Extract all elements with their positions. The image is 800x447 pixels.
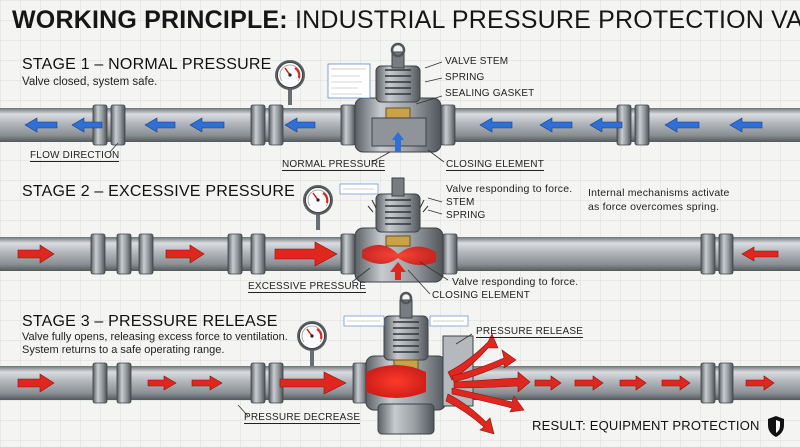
release-jets: [445, 333, 531, 435]
valve-stage2: [354, 177, 444, 283]
label-responding-bottom: Valve responding to force.: [452, 276, 579, 288]
stage1-heading: STAGE 1 – NORMAL PRESSURE: [22, 56, 272, 73]
result-label: RESULT: EQUIPMENT PROTECTION: [532, 418, 760, 433]
shield-icon: [768, 416, 784, 437]
spec-card-stage2: [339, 183, 379, 195]
label-pressure-release: PRESSURE RELEASE: [476, 326, 584, 338]
label-closing-element-2: CLOSING ELEMENT: [432, 290, 531, 301]
label-normal-pressure: NORMAL PRESSURE: [282, 159, 386, 171]
gauge-stage2: [301, 183, 335, 232]
stage3-heading: STAGE 3 – PRESSURE RELEASE: [22, 313, 278, 330]
label-pressure-decrease: PRESSURE DECREASE: [244, 412, 361, 424]
label-closing-element-1: CLOSING ELEMENT: [446, 159, 545, 171]
gauge-stage1: [273, 58, 307, 107]
label-internal-2: as force overcomes spring.: [588, 201, 720, 213]
stage2-heading: STAGE 2 – EXCESSIVE PRESSURE: [22, 183, 295, 200]
label-stem: STEM: [446, 197, 475, 208]
spec-card-stage1: [327, 63, 371, 99]
gauge-stage3: [295, 319, 329, 368]
stage3-description-1: Valve fully opens, releasing excess forc…: [22, 331, 288, 343]
label-internal-1: Internal mechanisms activate: [588, 187, 730, 199]
label-spring-2: SPRING: [446, 210, 486, 221]
spec-card-stage3: [343, 315, 469, 327]
flow-arrows-stage2: [17, 241, 779, 267]
label-spring-1: SPRING: [445, 72, 485, 83]
label-sealing-gasket: SEALING GASKET: [445, 88, 535, 99]
valve-stage3: [365, 291, 474, 435]
page-title: WORKING PRINCIPLE: INDUSTRIAL PRESSURE P…: [12, 6, 800, 34]
label-responding-top: Valve responding to force.: [446, 183, 573, 195]
label-flow-direction: FLOW DIRECTION: [30, 150, 120, 162]
label-excessive-pressure: EXCESSIVE PRESSURE: [248, 281, 367, 293]
flow-arrows-stage3: [17, 371, 775, 395]
leader-lines: [109, 61, 473, 417]
stage1-description: Valve closed, system safe.: [22, 76, 158, 88]
flow-arrows-stage1: [24, 117, 763, 133]
label-valve-stem: VALVE STEM: [445, 56, 509, 67]
valve-stage1: [354, 42, 442, 153]
stage3-description-2: System returns to a safe operating range…: [22, 344, 225, 356]
